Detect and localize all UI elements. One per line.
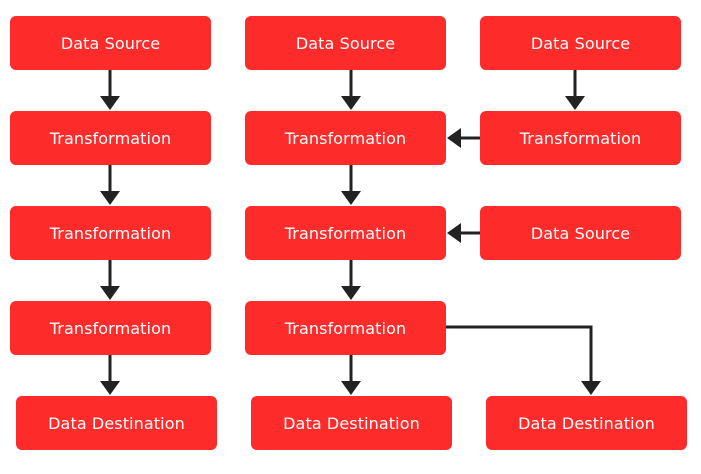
arrowhead — [447, 223, 461, 243]
node-transformation: Transformation — [10, 206, 211, 260]
arrowhead — [100, 96, 120, 110]
arrowhead — [341, 191, 361, 205]
node-data-source: Data Source — [480, 16, 681, 70]
arrowhead — [341, 381, 361, 395]
node-transformation: Transformation — [245, 301, 446, 355]
node-transformation: Transformation — [245, 111, 446, 165]
node-transformation: Transformation — [10, 111, 211, 165]
arrowhead — [100, 286, 120, 300]
node-data-destination: Data Destination — [486, 396, 687, 450]
arrowhead — [581, 381, 601, 395]
node-data-destination: Data Destination — [16, 396, 217, 450]
node-data-destination: Data Destination — [251, 396, 452, 450]
arrowhead — [341, 286, 361, 300]
arrowhead — [565, 96, 585, 110]
edge-c2-t3-c3-dest — [446, 325, 593, 383]
node-transformation: Transformation — [10, 301, 211, 355]
node-data-source: Data Source — [10, 16, 211, 70]
node-data-source: Data Source — [245, 16, 446, 70]
arrowhead — [341, 96, 361, 110]
arrowhead — [447, 128, 461, 148]
node-data-source: Data Source — [480, 206, 681, 260]
node-transformation: Transformation — [480, 111, 681, 165]
node-transformation: Transformation — [245, 206, 446, 260]
arrowhead — [100, 381, 120, 395]
arrowhead — [100, 191, 120, 205]
